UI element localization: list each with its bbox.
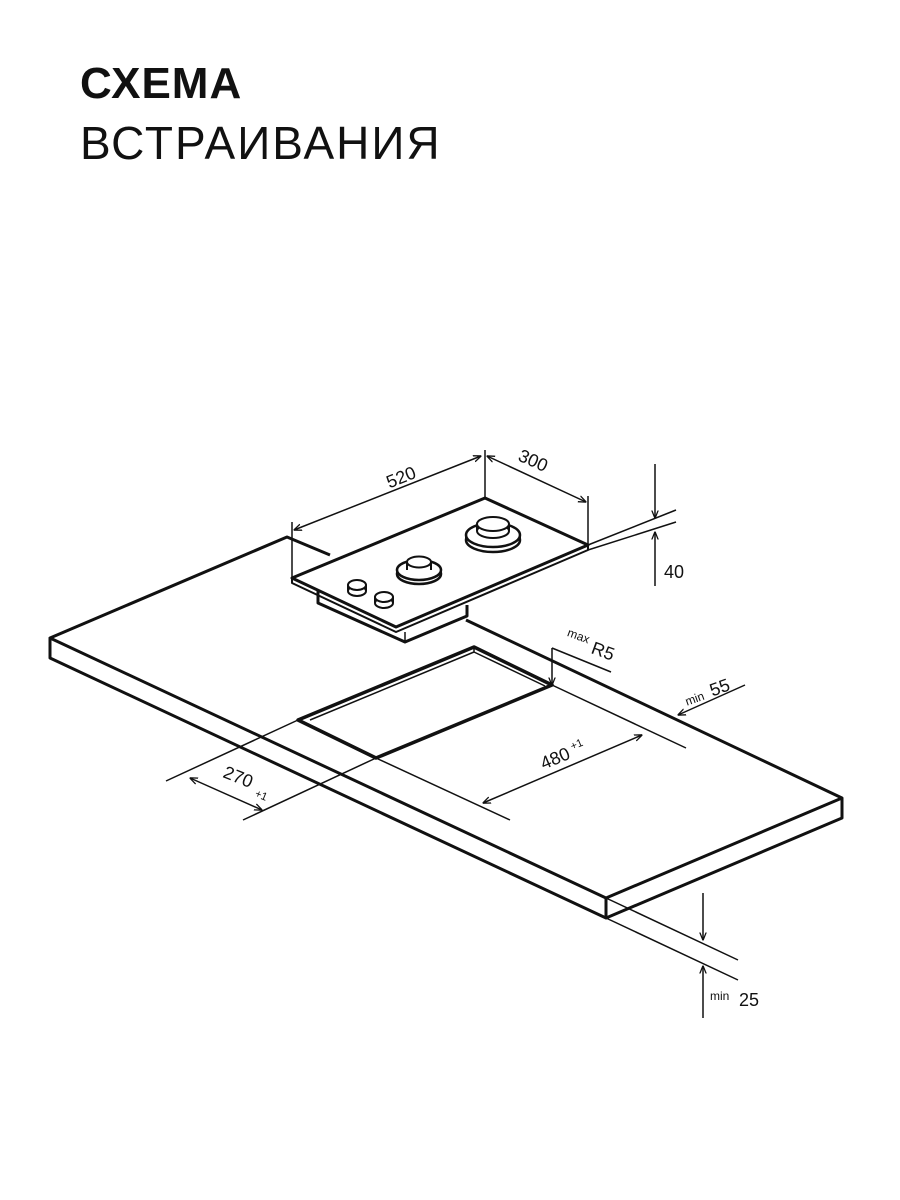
knob-right <box>374 591 394 609</box>
label-480-tol: +1 <box>569 737 585 753</box>
countertop-front-face <box>48 638 608 920</box>
hob <box>290 496 590 644</box>
dim-55-line <box>678 684 746 715</box>
countertop-side-face <box>605 798 844 920</box>
burner-small <box>395 555 443 586</box>
knob-left <box>347 579 367 597</box>
dimension-lines <box>165 450 746 1018</box>
dim-300-line <box>487 456 586 502</box>
dim-270-line <box>190 778 262 810</box>
cutout-outline <box>296 645 554 760</box>
label-55: 55 <box>707 675 733 701</box>
label-25: 25 <box>739 990 759 1010</box>
dim-270-ext-near <box>242 757 377 821</box>
label-480: 480 <box>537 743 572 773</box>
dim-520-line <box>294 456 481 530</box>
dim-480-line <box>483 735 642 803</box>
dim-480-ext-left <box>375 757 511 821</box>
dim-25-ext-top <box>605 897 739 961</box>
label-55-prefix: min <box>683 689 706 709</box>
hob-glass-edge <box>291 545 589 633</box>
label-25-prefix: min <box>710 989 729 1003</box>
cutout <box>296 645 554 760</box>
label-r5-prefix: max <box>566 625 592 646</box>
label-r5: R5 <box>589 638 617 665</box>
dim-480-ext-right <box>551 684 687 749</box>
cutout-inner-wall <box>309 647 546 721</box>
hob-glass-top <box>290 496 590 629</box>
page-title: СХЕМА <box>80 59 243 108</box>
label-270: 270 <box>221 762 256 792</box>
label-520: 520 <box>383 462 418 492</box>
countertop-top-edge-left <box>48 535 844 900</box>
dim-25-ext-bot <box>605 917 739 981</box>
label-40: 40 <box>664 562 684 582</box>
countertop <box>48 535 844 920</box>
page-subtitle: ВСТРАИВАНИЯ <box>80 117 442 169</box>
label-270-tol: +1 <box>253 788 269 804</box>
dim-40-ext-top <box>587 509 677 546</box>
dim-r5-leader <box>551 647 612 673</box>
dim-270-ext-far <box>165 719 299 782</box>
dim-40-ext-bot <box>587 521 677 551</box>
